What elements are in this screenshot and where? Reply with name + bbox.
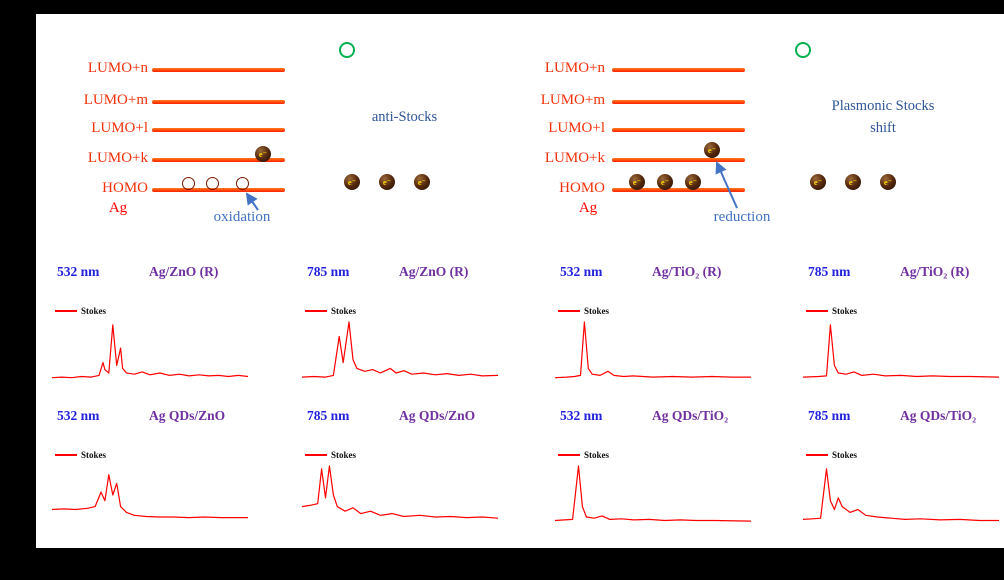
- level-line-lumo-k: [152, 158, 285, 162]
- electron-on-homo: e⁻: [657, 174, 673, 190]
- wavelength-label: 785 nm: [307, 408, 350, 423]
- sample-label: Ag/ZnO (R): [399, 264, 469, 279]
- legend: Stokes: [55, 306, 106, 316]
- spectrum-panel-agqds-zno-532: 532 nm Ag QDs/ZnO Stokes: [45, 402, 253, 532]
- electron-on-lumo-k: e⁻: [255, 146, 271, 162]
- hole: [182, 177, 195, 190]
- stokes-line-swatch: [806, 454, 828, 456]
- spectrum-panel-agqds-tio2-785: 785 nm Ag QDs/TiO₂ Stokes: [796, 402, 1004, 532]
- raman-spectrum: [301, 465, 499, 519]
- sample-label: Ag QDs/ZnO: [399, 408, 476, 423]
- spectrum-panel-ag-zno-785: 785 nm Ag/ZnO (R) Stokes: [295, 258, 503, 388]
- level-line-lumo-m: [612, 100, 745, 104]
- level-line-lumo-n: [152, 68, 285, 72]
- reduction-label: reduction: [713, 209, 771, 225]
- raman-spectrum: [51, 474, 248, 519]
- legend: Stokes: [55, 450, 106, 460]
- legend: Stokes: [558, 450, 609, 460]
- free-electron: e⁻: [344, 174, 360, 190]
- stokes-line-swatch: [558, 454, 580, 456]
- legend-label: Stokes: [81, 450, 107, 460]
- legend: Stokes: [305, 306, 356, 316]
- free-electron: e⁻: [845, 174, 861, 190]
- spectrum-panel-agqds-zno-785: 785 nm Ag QDs/ZnO Stokes: [295, 402, 503, 532]
- level-label-lumo-k: LUMO+k: [544, 150, 605, 166]
- legend-label: Stokes: [81, 306, 107, 316]
- plasmonic-stokes-label: Plasmonic Stocks shift: [831, 98, 935, 137]
- sample-label: Ag QDs/TiO₂: [900, 408, 977, 423]
- legend-label: Stokes: [331, 450, 357, 460]
- wavelength-label: 532 nm: [560, 264, 603, 279]
- sample-label: Ag QDs/TiO₂: [652, 408, 729, 423]
- electron-on-homo: e⁻: [685, 174, 701, 190]
- level-label-lumo-l: LUMO+l: [91, 120, 148, 136]
- stokes-line-swatch: [806, 310, 828, 312]
- wavelength-label: 532 nm: [560, 408, 603, 423]
- stokes-line-swatch: [55, 310, 77, 312]
- level-label-lumo-l: LUMO+l: [548, 120, 605, 136]
- hole: [236, 177, 249, 190]
- legend-label: Stokes: [331, 306, 357, 316]
- level-line-lumo-n: [612, 68, 745, 72]
- level-label-lumo-m: LUMO+m: [540, 92, 605, 108]
- metal-label: Ag: [108, 200, 128, 216]
- level-label-homo: HOMO: [559, 180, 605, 196]
- level-label-homo: HOMO: [102, 180, 148, 196]
- wavelength-label: 785 nm: [808, 264, 851, 279]
- level-line-homo: [152, 188, 285, 192]
- free-electron: e⁻: [414, 174, 430, 190]
- legend-label: Stokes: [584, 450, 610, 460]
- stokes-line-swatch: [55, 454, 77, 456]
- level-line-homo: [612, 188, 745, 192]
- level-line-lumo-l: [612, 128, 745, 132]
- raman-spectrum: [802, 324, 1000, 378]
- stokes-line-swatch: [305, 310, 327, 312]
- legend: Stokes: [806, 306, 857, 316]
- level-label-lumo-k: LUMO+k: [87, 150, 148, 166]
- stokes-line-swatch: [305, 454, 327, 456]
- level-label-lumo-n: LUMO+n: [544, 60, 605, 76]
- legend-label: Stokes: [832, 450, 858, 460]
- wavelength-label: 532 nm: [57, 408, 100, 423]
- hole: [206, 177, 219, 190]
- level-line-lumo-l: [152, 128, 285, 132]
- free-electron: e⁻: [810, 174, 826, 190]
- spectrum-panel-agqds-tio2-532: 532 nm Ag QDs/TiO₂ Stokes: [548, 402, 756, 532]
- sample-label: Ag QDs/ZnO: [149, 408, 226, 423]
- raman-spectrum: [51, 324, 249, 379]
- level-label-lumo-m: LUMO+m: [83, 92, 148, 108]
- wavelength-label: 785 nm: [808, 408, 851, 423]
- legend: Stokes: [806, 450, 857, 460]
- wavelength-label: 785 nm: [307, 264, 350, 279]
- raman-spectrum: [802, 468, 999, 522]
- electron-on-lumo-k: e⁻: [704, 142, 720, 158]
- legend: Stokes: [305, 450, 356, 460]
- sample-label: Ag/ZnO (R): [149, 264, 219, 279]
- legend-label: Stokes: [832, 306, 858, 316]
- spectrum-panel-ag-zno-532: 532 nm Ag/ZnO (R) Stokes: [45, 258, 253, 388]
- legend-label: Stokes: [584, 306, 610, 316]
- oxidation-label: oxidation: [213, 209, 271, 225]
- stokes-line-swatch: [558, 310, 580, 312]
- spectrum-panel-ag-tio2-785: 785 nm Ag/TiO₂ (R) Stokes: [796, 258, 1004, 388]
- spectrum-panel-ag-tio2-532: 532 nm Ag/TiO₂ (R) Stokes: [548, 258, 756, 388]
- free-electron: e⁻: [379, 174, 395, 190]
- wavelength-label: 532 nm: [57, 264, 100, 279]
- level-line-lumo-k: [612, 158, 745, 162]
- sample-label: Ag/TiO₂ (R): [652, 264, 722, 279]
- level-line-lumo-m: [152, 100, 285, 104]
- sample-label: Ag/TiO₂ (R): [900, 264, 970, 279]
- raman-spectrum: [301, 321, 499, 378]
- legend: Stokes: [558, 306, 609, 316]
- raman-spectrum: [554, 465, 752, 522]
- free-electron: e⁻: [880, 174, 896, 190]
- anti-stokes-label: anti-Stocks: [371, 109, 438, 125]
- electron-on-homo: e⁻: [629, 174, 645, 190]
- photon-circle: [795, 42, 811, 58]
- photon-circle: [339, 42, 355, 58]
- level-label-lumo-n: LUMO+n: [87, 60, 148, 76]
- raman-spectrum: [554, 321, 751, 379]
- metal-label: Ag: [578, 200, 598, 216]
